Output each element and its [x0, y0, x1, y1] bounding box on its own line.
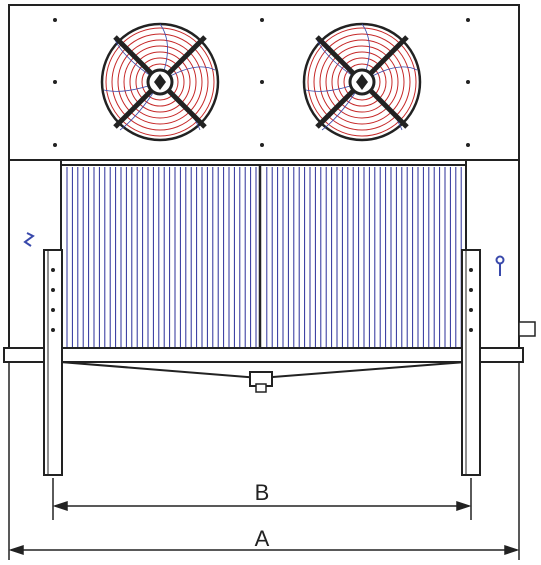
- bolt-icon: [495, 255, 505, 276]
- leg-left: [43, 249, 63, 476]
- panel-rivets: [53, 18, 470, 147]
- fan-right: [302, 22, 422, 142]
- dimension-a-label: A: [255, 526, 270, 551]
- dimension-b-label: B: [255, 480, 270, 505]
- pipe-connection: [518, 321, 536, 337]
- leg-right: [461, 249, 481, 476]
- fan-panel: [8, 4, 520, 161]
- wire-clip-icon: [23, 232, 35, 247]
- coil-frame: [60, 164, 467, 351]
- coil-fins: [66, 167, 462, 348]
- base-rail: [3, 347, 524, 363]
- dimension-b: [52, 478, 472, 520]
- dimension-a: [8, 362, 520, 560]
- fan-left: [100, 22, 220, 142]
